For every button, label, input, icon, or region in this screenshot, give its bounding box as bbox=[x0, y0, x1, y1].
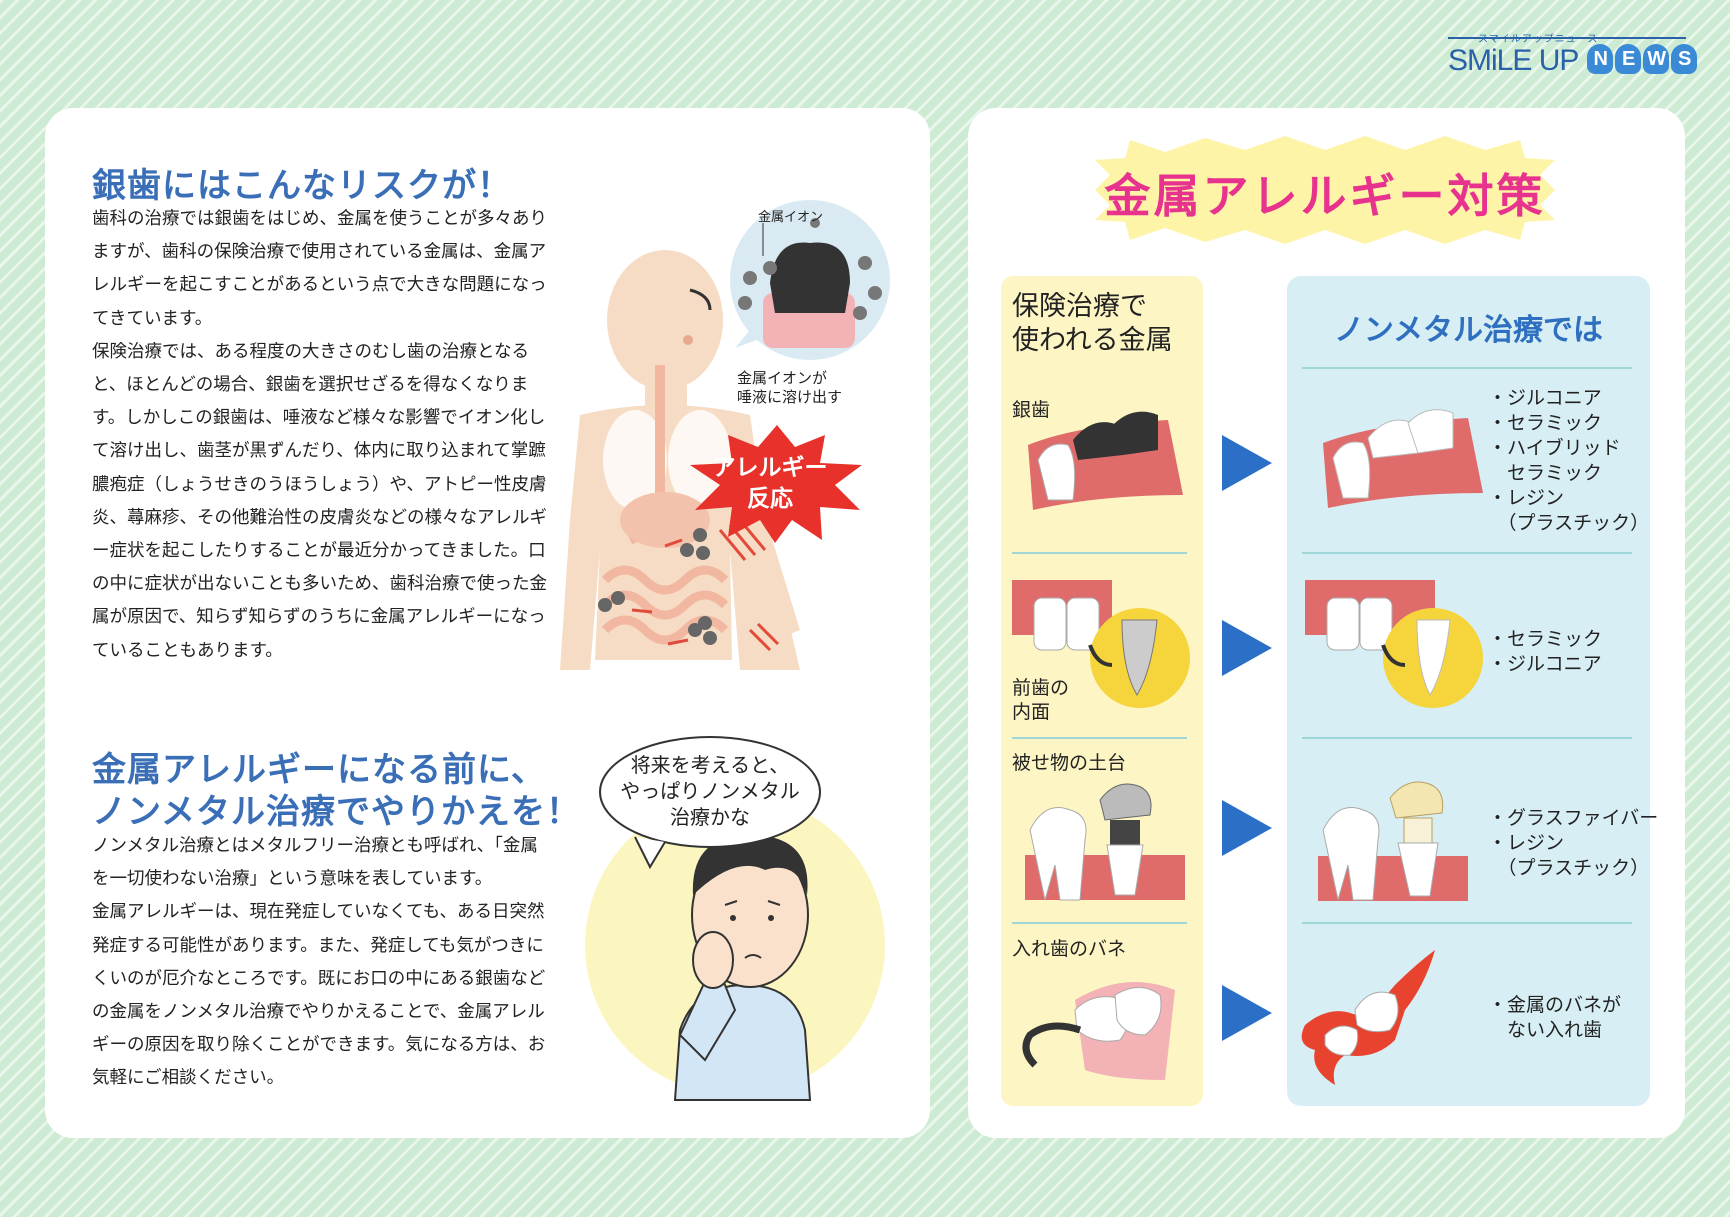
material-item: ・金属のバネが bbox=[1488, 994, 1622, 1016]
rash-marks bbox=[718, 519, 780, 652]
metal-post-illustration bbox=[1025, 783, 1185, 901]
logo-kana: スマイルアップニュース bbox=[1478, 34, 1599, 45]
row-divider bbox=[1012, 552, 1187, 554]
materials-list-row3: ・グラスファイバー ・レジン （プラスチック） bbox=[1488, 806, 1658, 881]
row-label-crown-base: 被せ物の土台 bbox=[1012, 752, 1127, 774]
arrow-icon bbox=[1222, 620, 1272, 676]
material-item: ・レジン bbox=[1488, 832, 1565, 854]
material-item: ・グラスファイバー bbox=[1488, 807, 1659, 829]
materials-list-row2: ・セラミック ・ジルコニア bbox=[1488, 627, 1602, 677]
bubble-line: 将来を考えると、 bbox=[630, 753, 790, 777]
ion-label: 金属イオン bbox=[758, 210, 824, 225]
burst-line-2: 反応 bbox=[747, 486, 793, 512]
section1-paragraph: 保険治療では、ある程度の大きさのむし歯の治療となると、ほとんどの場合、銀歯を選択… bbox=[92, 341, 547, 661]
tooth-magnifier bbox=[730, 200, 890, 360]
insurance-heading-line: 使われる金属 bbox=[1012, 325, 1173, 356]
material-item: ・セラミック bbox=[1488, 412, 1603, 434]
material-item: ・セラミック bbox=[1488, 628, 1603, 650]
white-tooth-illustration bbox=[1323, 409, 1483, 508]
row-divider bbox=[1302, 737, 1632, 739]
materials-list-row4: ・金属のバネが ない入れ歯 bbox=[1488, 993, 1621, 1043]
section1-heading: 銀歯にはこんなリスクが！ bbox=[92, 166, 512, 206]
arrow-icon bbox=[1222, 800, 1272, 856]
allergy-burst-text: アレルギー 反応 bbox=[700, 453, 840, 515]
material-item: ・ジルコニア bbox=[1488, 653, 1602, 675]
title-starburst bbox=[1095, 136, 1555, 244]
logo-news-letter: W bbox=[1643, 44, 1670, 74]
material-item: ・レジン bbox=[1488, 487, 1565, 509]
material-item: （プラスチック） bbox=[1488, 512, 1650, 534]
material-item: セラミック bbox=[1488, 462, 1603, 484]
nonmetal-denture-illustration bbox=[1301, 950, 1435, 1085]
logo-news-letter: E bbox=[1615, 44, 1642, 74]
bubble-line: やっぱりノンメタル bbox=[620, 779, 800, 803]
row-divider bbox=[1302, 922, 1632, 924]
saliva-label-1: 金属イオンが bbox=[737, 369, 828, 387]
materials-list-row1: ・ジルコニア ・セラミック ・ハイブリッド セラミック ・レジン （プラスチック… bbox=[1488, 386, 1649, 536]
logo-news-letter: N bbox=[1587, 44, 1614, 74]
section2-heading-2: ノンメタル治療でやりかえを！ bbox=[92, 792, 581, 832]
arrow-icon bbox=[1222, 435, 1272, 491]
bubble-line: 治療かな bbox=[670, 805, 750, 829]
main-title: 金属アレルギー対策 bbox=[1104, 169, 1546, 223]
front-tooth-ceramic-illustration bbox=[1305, 580, 1483, 708]
row-label-denture-clasp: 入れ歯のバネ bbox=[1012, 938, 1127, 960]
row-label-silver-tooth: 銀歯 bbox=[1012, 399, 1051, 421]
row-divider bbox=[1012, 737, 1187, 739]
row-divider bbox=[1012, 922, 1187, 924]
saliva-label-2: 唾液に溶け出す bbox=[737, 388, 843, 406]
row-label-line: 内面 bbox=[1012, 701, 1051, 723]
row-label-line: 前歯の bbox=[1012, 677, 1070, 699]
metal-clasp-denture-illustration bbox=[1022, 982, 1175, 1080]
section2-body: ノンメタル治療とはメタルフリー治療とも呼ばれ、「金属を一切使わない治療」という意… bbox=[92, 830, 552, 1096]
section1-paragraph: 歯科の治療では銀歯をはじめ、金属を使うことが多々ありますが、歯科の保険治療で使用… bbox=[92, 209, 547, 329]
insurance-heading-line: 保険治療で bbox=[1012, 291, 1147, 322]
section2-heading-1: 金属アレルギーになる前に、 bbox=[92, 750, 546, 790]
row-divider bbox=[1302, 552, 1632, 554]
section1-body: 歯科の治療では銀歯をはじめ、金属を使うことが多々ありますが、歯科の保険治療で使用… bbox=[92, 203, 552, 668]
logo-main-text: SMiLE UP bbox=[1448, 44, 1579, 77]
nonmetal-column-heading: ノンメタル治療では bbox=[1333, 313, 1604, 348]
burst-line-1: アレルギー bbox=[712, 455, 828, 481]
speech-bubble-text: 将来を考えると、 やっぱりノンメタル 治療かな bbox=[600, 752, 820, 830]
silver-tooth-illustration bbox=[1028, 411, 1183, 510]
row-label-front-tooth: 前歯の 内面 bbox=[1012, 676, 1069, 724]
allergy-burst bbox=[690, 425, 862, 543]
material-item: ない入れ歯 bbox=[1488, 1019, 1603, 1041]
material-item: ・ハイブリッド bbox=[1488, 437, 1621, 459]
insurance-column-heading: 保険治療で 使われる金属 bbox=[1012, 290, 1202, 358]
speech-bubble bbox=[599, 736, 821, 870]
material-item: （プラスチック） bbox=[1488, 857, 1650, 879]
logo-news-letter: S bbox=[1671, 44, 1698, 74]
row-divider bbox=[1302, 367, 1632, 369]
front-tooth-metal-illustration bbox=[1012, 580, 1190, 708]
arrow-icon bbox=[1222, 985, 1272, 1041]
material-item: ・ジルコニア bbox=[1488, 387, 1602, 409]
section2-paragraph: ノンメタル治療とはメタルフリー治療とも呼ばれ、「金属を一切使わない治療」という意… bbox=[92, 836, 538, 890]
red-arrow-marks bbox=[631, 538, 689, 646]
metal-ion-dots bbox=[598, 528, 717, 645]
logo-rule bbox=[1448, 37, 1686, 39]
fiber-post-illustration bbox=[1318, 781, 1468, 901]
section2-paragraph: 金属アレルギーは、現在発症していなくても、ある日突然発症する可能性があります。ま… bbox=[92, 902, 546, 1089]
worried-man-illustration bbox=[585, 795, 885, 1101]
mouth-detail bbox=[683, 288, 712, 345]
